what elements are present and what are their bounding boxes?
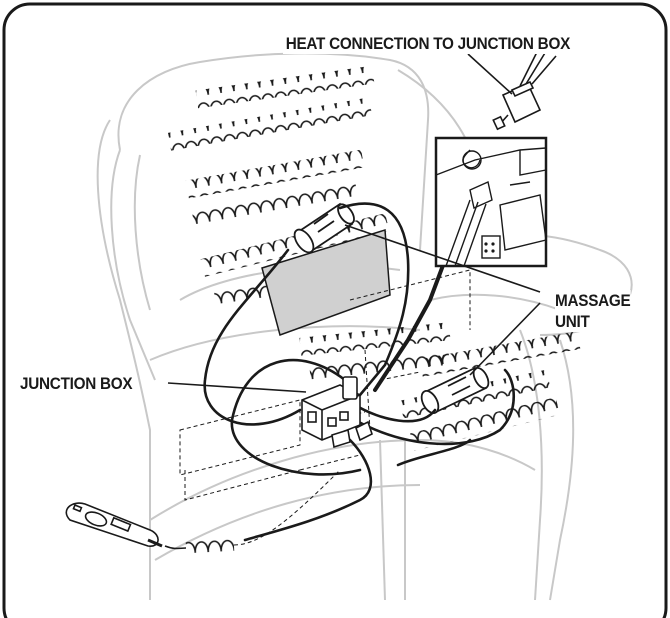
junction-box-label: JUNCTION BOX — [20, 373, 132, 394]
massage-unit-label: MASSAGE UNIT — [555, 290, 630, 332]
zoom-inset — [436, 138, 546, 266]
massage-unit-label-line-1: MASSAGE — [555, 290, 630, 311]
heat-connection-label: HEAT CONNECTION TO JUNCTION BOX — [283, 33, 573, 54]
massage-unit-label-line-2: UNIT — [555, 311, 630, 332]
